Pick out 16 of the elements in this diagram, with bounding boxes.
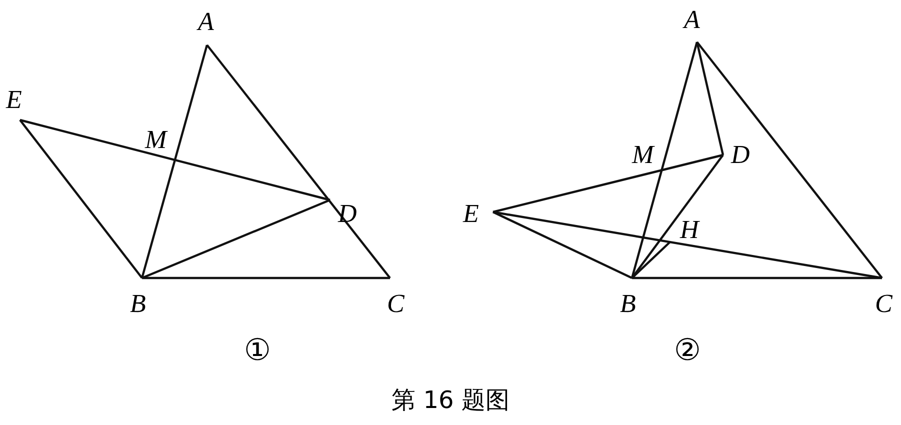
figure-number: ② [674, 333, 701, 368]
point-label: C [875, 289, 892, 318]
point-label: H [680, 215, 699, 244]
figure-caption: 第 16 题图 [392, 385, 510, 416]
point-label: D [731, 140, 750, 169]
point-label: B [620, 289, 636, 318]
point-label: B [130, 289, 146, 318]
point-label: E [6, 85, 22, 114]
point-label: C [387, 289, 404, 318]
point-label: M [145, 125, 167, 154]
point-label: M [632, 140, 654, 169]
point-label: A [684, 5, 700, 34]
point-label: A [198, 7, 214, 36]
point-label: E [463, 199, 479, 228]
point-label: D [338, 199, 357, 228]
figure-number: ① [244, 333, 271, 368]
